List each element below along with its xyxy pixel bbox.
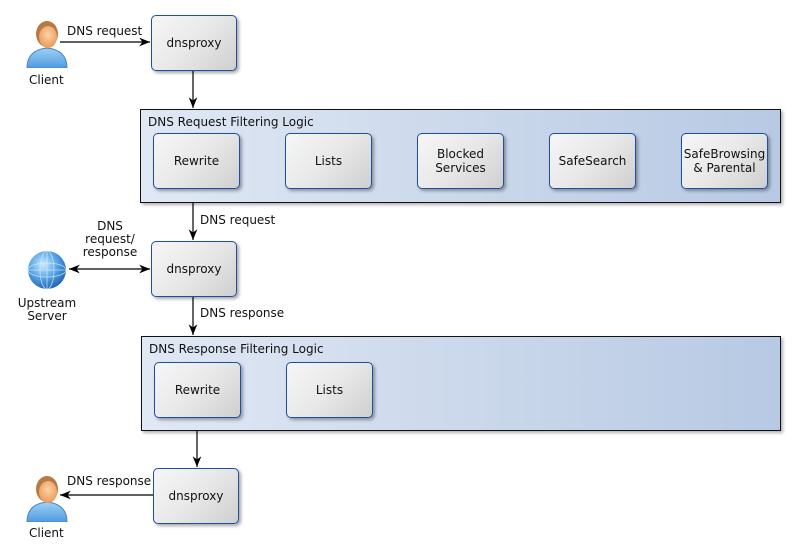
person-icon: [26, 476, 68, 522]
dnsproxy-label: dnsproxy: [166, 36, 222, 50]
edge-label-dns-request-2: DNS request: [200, 213, 276, 227]
request-step-safebrowsing-parental[interactable]: SafeBrowsing& Parental: [681, 133, 768, 189]
response-step-lists[interactable]: Lists: [286, 362, 373, 418]
response-filtering-title: DNS Response Filtering Logic: [149, 342, 324, 356]
step-label: SafeSearch: [558, 154, 627, 168]
dnsproxy-label: dnsproxy: [166, 262, 222, 276]
edge-label-dns-response: DNS response: [200, 306, 285, 320]
client-label: Client: [29, 73, 64, 87]
edge-label-dns-request: DNS request: [67, 24, 143, 38]
dnsproxy-box-3[interactable]: dnsproxy: [153, 468, 239, 524]
upstream-label-line1: Upstream: [17, 296, 77, 310]
step-label: SafeBrowsing: [683, 147, 766, 161]
person-icon: [26, 21, 68, 68]
globe-icon: [27, 250, 67, 290]
edge-label-dns-response-2: DNS response: [67, 474, 152, 488]
edge-label-line: response: [82, 245, 138, 259]
step-label-line2: Services: [435, 161, 486, 175]
edge-label-line: DNS: [97, 219, 123, 233]
request-step-rewrite[interactable]: Rewrite: [153, 133, 240, 189]
step-label: Rewrite: [173, 154, 220, 168]
request-step-lists[interactable]: Lists: [285, 133, 372, 189]
step-label: Rewrite: [174, 383, 221, 397]
response-step-rewrite[interactable]: Rewrite: [154, 362, 241, 418]
edge-label-line: request/: [85, 232, 135, 246]
step-label: Blocked: [436, 147, 484, 161]
request-filtering-title: DNS Request Filtering Logic: [148, 115, 314, 129]
step-label: Lists: [315, 383, 344, 397]
dnsproxy-box-2[interactable]: dnsproxy: [151, 241, 237, 297]
dnsproxy-label: dnsproxy: [168, 489, 224, 503]
step-label-line2: & Parental: [693, 161, 756, 175]
response-filtering-container: DNS Response Filtering Logic: [141, 336, 781, 431]
client-label-bottom: Client: [29, 526, 64, 540]
request-step-safesearch[interactable]: SafeSearch: [549, 133, 636, 189]
dnsproxy-box-1[interactable]: dnsproxy: [151, 15, 237, 71]
step-label: Lists: [314, 154, 343, 168]
upstream-label-line2: Server: [27, 309, 67, 323]
